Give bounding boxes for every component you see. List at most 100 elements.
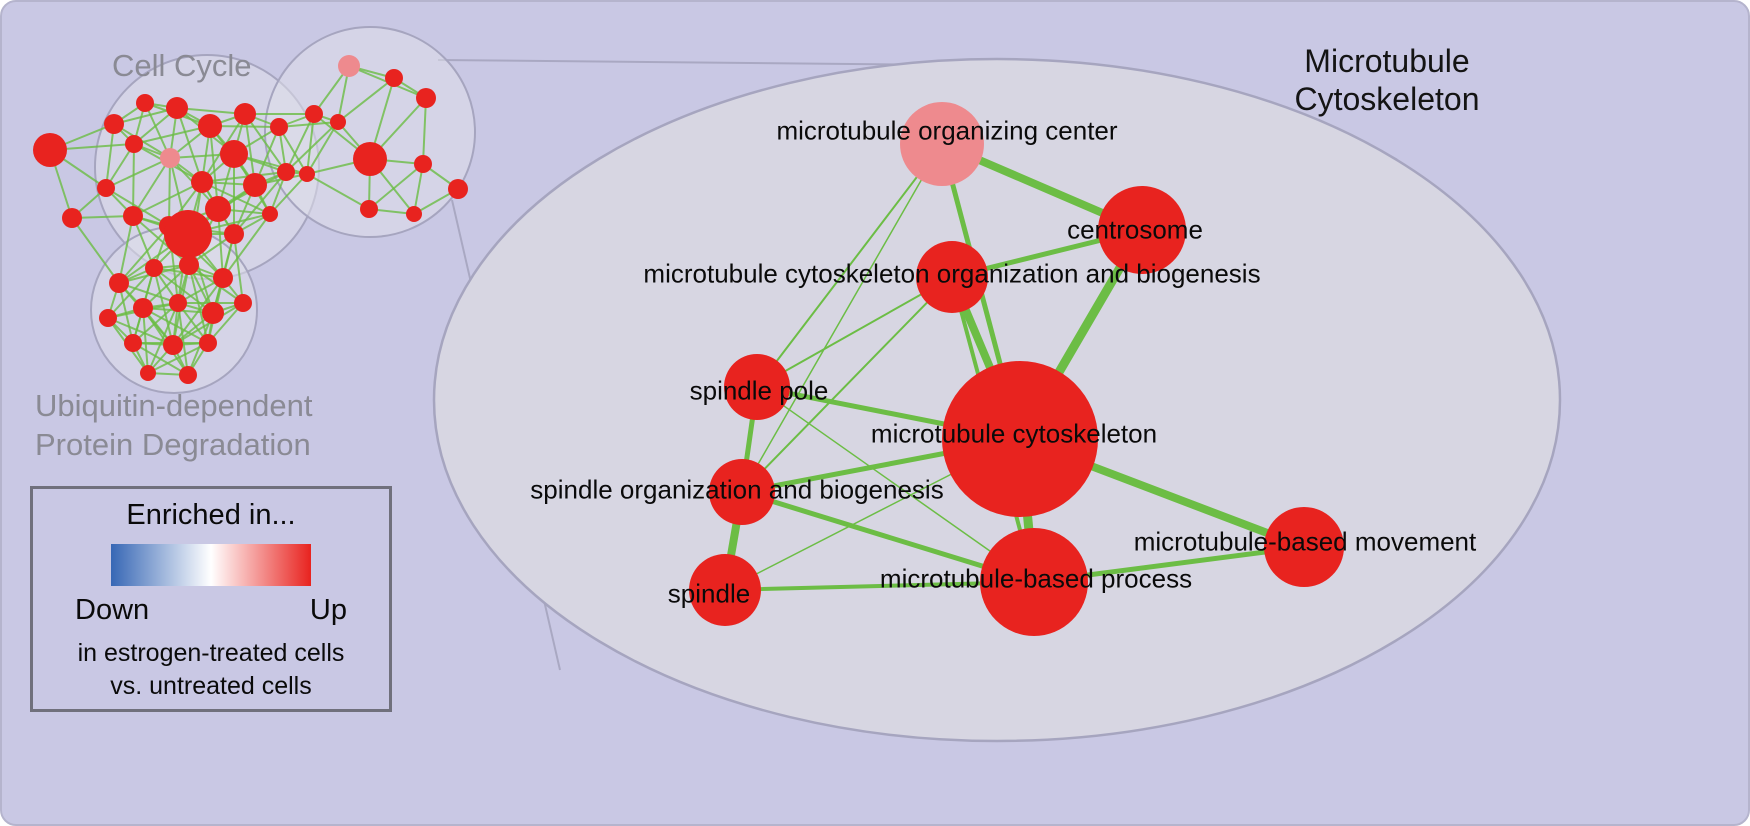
network-node-spindle [689, 554, 761, 626]
overview-node [160, 148, 180, 168]
overview-node [109, 273, 129, 293]
node-label-spindle_pole: spindle pole [689, 375, 829, 406]
legend: Enriched in... Down Up in estrogen-treat… [30, 486, 392, 712]
overview-node [353, 142, 387, 176]
overview-node [202, 302, 224, 324]
cluster-label-microtubule-cytoskeleton: Microtubule Cytoskeleton [1282, 42, 1492, 119]
overview-node [163, 335, 183, 355]
overview-node [220, 140, 248, 168]
overview-node [243, 173, 267, 197]
overview-node [191, 171, 213, 193]
overview-node [33, 133, 67, 167]
node-label-cytoskeleton: microtubule cytoskeleton [870, 418, 1158, 449]
overview-node [169, 294, 187, 312]
overview-edge [105, 187, 170, 227]
overview-node [166, 97, 188, 119]
overview-edge [147, 302, 179, 374]
node-label-spindle: spindle [667, 578, 751, 609]
overview-node [234, 294, 252, 312]
main-title-line1: Microtubule [1304, 43, 1470, 79]
main-edge-moc-spindle_pole [756, 143, 943, 388]
overview-edge [233, 171, 287, 235]
overview-node [62, 208, 82, 228]
overview-edge [132, 157, 171, 217]
overview-node [140, 365, 156, 381]
network-node-centrosome [1098, 186, 1186, 274]
overview-node [385, 69, 403, 87]
node-label-centrosome: centrosome [1067, 214, 1203, 245]
overview-node [205, 196, 231, 222]
overview-edge [132, 302, 179, 344]
overview-node [213, 268, 233, 288]
overview-edge [368, 163, 424, 210]
cluster-label-cell-cycle: Cell Cycle [112, 48, 252, 83]
overview-node [133, 298, 153, 318]
overview-node [262, 206, 278, 222]
overview-node [338, 55, 360, 77]
overview-edge [244, 113, 287, 173]
overview-edge [306, 173, 370, 210]
overview-node [299, 166, 315, 182]
legend-down-label: Down [75, 594, 150, 626]
overview-node [305, 105, 323, 123]
overview-edge [105, 123, 115, 189]
network-node-mb_movement [1264, 507, 1344, 587]
overview-edge [422, 97, 427, 165]
overview-edge [71, 217, 120, 284]
overview-edge [222, 213, 271, 279]
main-edge-moc-spindle_org [741, 143, 943, 493]
overview-edge [176, 107, 203, 183]
overview-edge [306, 113, 315, 175]
cluster-label-ubiquitin-line2: Protein Degradation [35, 426, 311, 462]
overview-node [125, 135, 143, 153]
network-node-mb_process [980, 528, 1088, 636]
overview-node [448, 179, 468, 199]
overview-node [414, 155, 432, 173]
main-nodes [689, 102, 1344, 636]
node-label-moc: microtubule organizing center [776, 115, 1118, 146]
overview-node [330, 114, 346, 130]
overview-edge [142, 264, 190, 309]
zoom-connector-line [437, 59, 958, 66]
main-edge-spindle_pole-mb_process [756, 386, 1035, 583]
overview-edge [107, 267, 155, 319]
overview-node [104, 114, 124, 134]
legend-endpoints: Down Up [33, 594, 389, 627]
overview-edge [176, 107, 246, 115]
overview-edge [306, 121, 339, 175]
node-label-mco_org: microtubule cytoskeleton organization an… [643, 258, 1261, 289]
overview-edge [233, 233, 244, 304]
overview-edge [285, 113, 315, 173]
network-node-cytoskeleton [942, 361, 1098, 517]
overview-node [224, 224, 244, 244]
node-label-mb_movement: microtubule-based movement [1133, 526, 1477, 557]
overview-nodes [33, 55, 468, 384]
overview-edge [201, 171, 287, 183]
overview-edge [132, 215, 190, 266]
overview-node [360, 200, 378, 218]
overview-edge [118, 215, 134, 284]
overview-node [277, 163, 295, 181]
overview-node [124, 334, 142, 352]
overview-edge [147, 342, 209, 374]
overview-edge [278, 126, 308, 175]
overview-node [179, 366, 197, 384]
overview-edge [168, 157, 171, 227]
network-node-moc [900, 102, 984, 186]
main-edge-mco_org-spindle_pole [756, 276, 953, 388]
overview-edge [105, 157, 171, 189]
overview-node [416, 88, 436, 108]
overview-edge [337, 77, 395, 123]
legend-subtitle-line2: vs. untreated cells [110, 671, 312, 700]
overview-edge [269, 173, 308, 215]
network-node-spindle_pole [724, 354, 790, 420]
overview-edge [71, 215, 134, 219]
overview-node [164, 210, 212, 258]
overview-node [145, 259, 163, 277]
overview-cluster-circle [264, 26, 476, 238]
overview-node [270, 118, 288, 136]
network-node-spindle_org [709, 459, 775, 525]
main-title-line2: Cytoskeleton [1294, 81, 1480, 118]
legend-subtitle: in estrogen-treated cells vs. untreated … [33, 637, 389, 702]
